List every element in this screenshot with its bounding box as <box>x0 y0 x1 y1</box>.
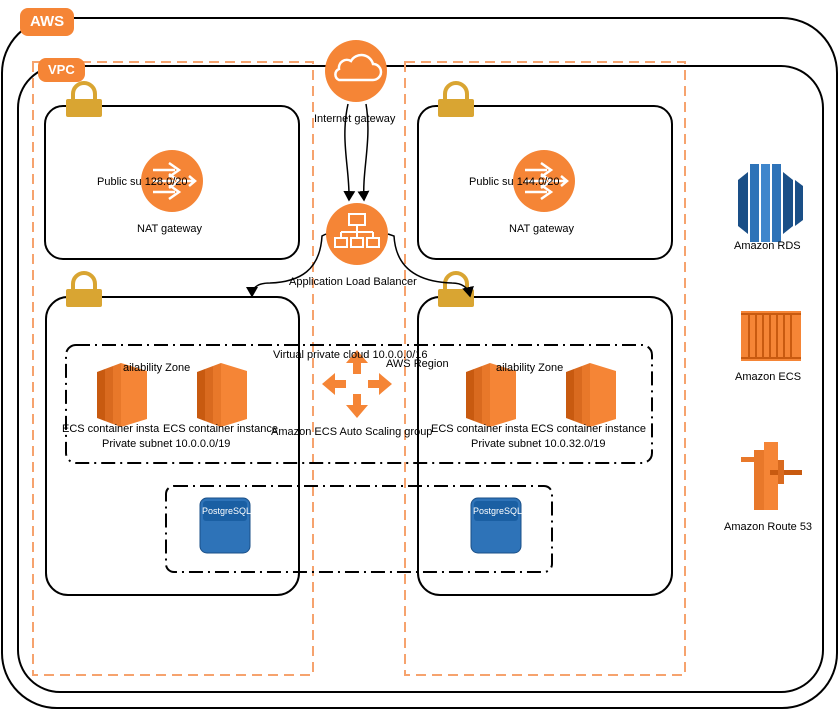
nat-gateway-right-label: NAT gateway <box>509 223 575 235</box>
nat-gateway-icon <box>513 150 575 212</box>
cloud-icon <box>325 40 387 102</box>
legend-route53-label: Amazon Route 53 <box>724 521 813 533</box>
private-subnet-right <box>417 296 673 596</box>
postgres-right-label: PostgreSQL <box>473 506 523 516</box>
ecs-instance-icon <box>97 363 147 427</box>
postgresql-icon <box>199 497 251 554</box>
auto-scaling-icon <box>322 350 392 418</box>
ecs-instance-icon <box>566 363 616 427</box>
ecs-instance-label: ECS container insta <box>62 423 160 435</box>
lock-icon <box>438 81 474 117</box>
auto-scaling-group-border <box>65 344 653 464</box>
lock-icon <box>66 81 102 117</box>
ecs-instance-label: ECS container insta <box>431 423 529 435</box>
private-subnet-left-label: Private subnet 10.0.0.0/19 <box>102 438 231 450</box>
vpc-border <box>17 65 824 693</box>
nat-gateway-left-label: NAT gateway <box>137 223 203 235</box>
az-left-label: ailability Zone <box>123 362 191 374</box>
ecs-icon <box>741 311 801 361</box>
private-subnet-left <box>45 296 300 596</box>
vpc-cidr-label: Virtual private cloud 10.0.0.0/16 <box>273 349 428 361</box>
connector <box>246 103 474 298</box>
public-subnet-right-label: Public su 144.0/20 <box>469 176 560 188</box>
lock-icon <box>66 271 102 307</box>
aws-cloud-border <box>1 17 838 709</box>
route53-icon <box>741 442 802 510</box>
rds-icon <box>738 164 803 242</box>
internet-gateway-label: Internet gateway <box>314 113 396 125</box>
nat-gateway-icon <box>141 150 203 212</box>
public-subnet-left <box>44 105 300 260</box>
legend-ecs-label: Amazon ECS <box>735 371 802 383</box>
vpc-badge: VPC <box>38 58 85 82</box>
load-balancer-icon <box>326 203 388 265</box>
public-subnet-left-label: Public su 128.0/20 <box>97 176 188 188</box>
aws-badge: AWS <box>20 8 75 36</box>
ecs-instance-label: ECS container instance <box>531 423 646 435</box>
ecs-instance-label: ECS container instance <box>163 423 278 435</box>
ecs-instance-icon <box>197 363 247 427</box>
database-group-border <box>165 485 553 573</box>
alb-label: Application Load Balancer <box>289 276 417 288</box>
az-left-column <box>32 61 314 676</box>
asg-label: Amazon ECS Auto Scaling group <box>271 426 433 438</box>
ecs-instance-icon <box>466 363 516 427</box>
lock-icon <box>438 271 474 307</box>
postgresql-icon <box>470 497 522 554</box>
private-subnet-right-label: Private subnet 10.0.32.0/19 <box>471 438 606 450</box>
az-right-column <box>404 61 686 676</box>
aws-region-label: AWS Region <box>386 358 449 370</box>
postgres-left-label: PostgreSQL <box>202 506 252 516</box>
legend-rds-label: Amazon RDS <box>734 240 801 252</box>
public-subnet-right <box>417 105 673 260</box>
az-right-label: ailability Zone <box>496 362 564 374</box>
